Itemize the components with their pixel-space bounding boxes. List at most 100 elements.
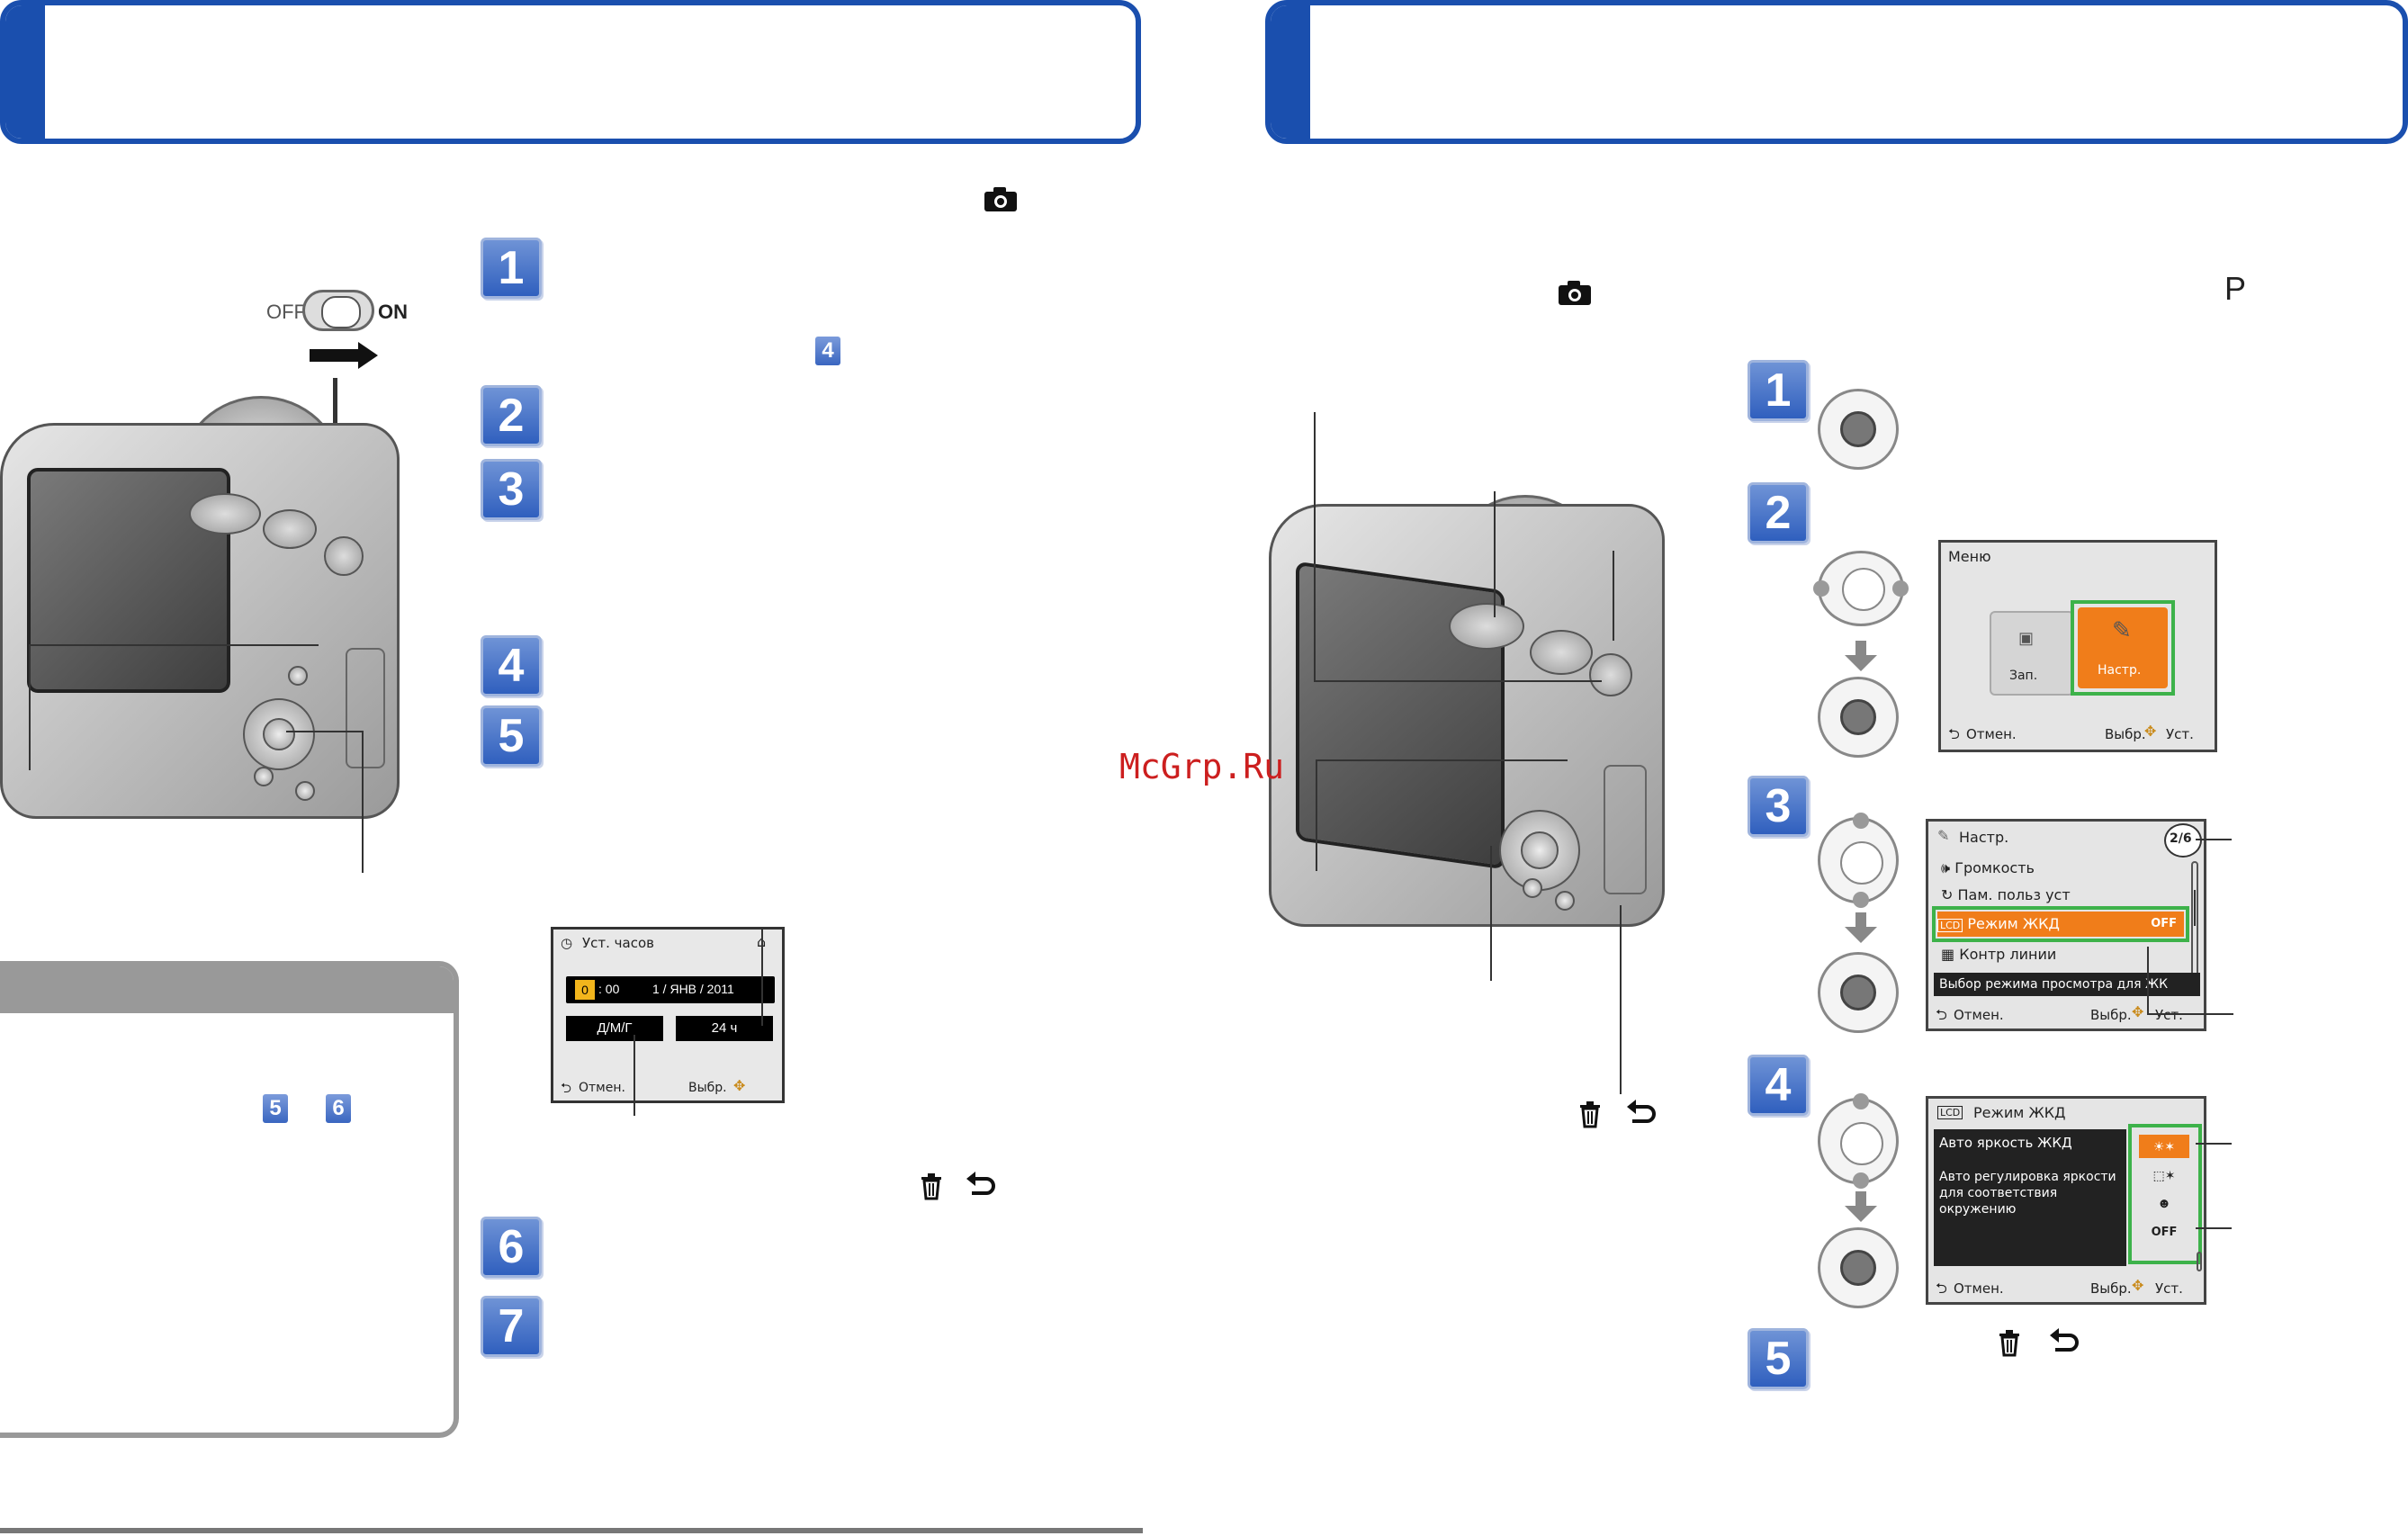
leader-line — [1494, 491, 1496, 617]
lcd-mode-title: Режим ЖКД — [1973, 1104, 2066, 1121]
right-title-banner — [1265, 0, 2408, 144]
set-label: Уст. — [2155, 1007, 2183, 1023]
menu-item-guide-lines[interactable]: ▦ Контр линии — [1941, 946, 2057, 963]
clock-setting-screen: ◷ Уст. часов ⌂ 0 : 00 1 / ЯНВ / 2011 Д/М… — [551, 927, 785, 1103]
select-label: Выбр. — [2105, 726, 2146, 742]
leader-line — [362, 731, 364, 873]
option-title: Авто яркость ЖКД — [1939, 1135, 2072, 1151]
step-2: 2 — [1748, 482, 1809, 543]
banner-stripe — [5, 5, 45, 139]
rec-camera-icon: ▣ — [2018, 629, 2035, 647]
leader-line — [2196, 1227, 2232, 1229]
step-2: 2 — [481, 385, 542, 446]
leader-line — [2196, 839, 2232, 840]
grid-icon: ▦ — [1941, 946, 1955, 963]
leader-line — [1316, 759, 1568, 761]
bottom-rule — [0, 1528, 1143, 1533]
note-box — [0, 961, 459, 1438]
step-5: 5 — [481, 705, 542, 767]
menu-set-button[interactable] — [1818, 677, 1899, 758]
option-high-angle[interactable]: ☻ — [2157, 1196, 2171, 1211]
menu-set-button[interactable] — [1818, 952, 1899, 1033]
cancel-label: Отмен. — [1954, 1280, 2004, 1297]
option-power-lcd[interactable]: ⬚✶ — [2152, 1168, 2176, 1182]
return-icon — [1627, 1100, 1656, 1123]
clock-icon: ◷ — [561, 935, 573, 951]
page-indicator: 2/6 — [2164, 823, 2202, 858]
option-auto-power-lcd[interactable]: ☀✶ — [2139, 1135, 2189, 1158]
step-4: 4 — [481, 635, 542, 696]
menu-item-custom-memory[interactable]: ↻ Пам. польз уст — [1941, 886, 2071, 903]
camera-icon — [984, 187, 1017, 211]
return-icon — [2050, 1328, 2079, 1352]
mode-dial — [1449, 603, 1524, 650]
record-button — [324, 536, 364, 576]
shutter-button — [1530, 630, 1593, 675]
ref-step-6[interactable]: 6 — [326, 1094, 351, 1123]
back-icon: ⮌ — [1936, 1006, 1947, 1023]
menu-item-lcd-mode[interactable]: LCD Режим ЖКД OFF — [1937, 912, 2184, 937]
leader-line — [761, 929, 763, 1026]
left-title-banner — [0, 0, 1141, 144]
time-format-field[interactable]: 24 ч — [676, 1016, 773, 1041]
leader-line — [1620, 905, 1622, 1094]
setup-menu-highlight — [2071, 600, 2175, 696]
minute-field[interactable]: : 00 — [598, 982, 620, 996]
option-description: Авто регулировка яркости для соответстви… — [1939, 1170, 2116, 1217]
mode-p-label: P — [2224, 270, 2247, 307]
rec-menu-tile[interactable]: ▣ Зап. — [1990, 611, 2074, 696]
set-button — [263, 718, 295, 750]
memory-icon: ↻ — [1941, 886, 1954, 903]
right-arrow — [310, 349, 360, 362]
scroll-bar[interactable] — [2191, 861, 2198, 978]
step-1: 1 — [1748, 360, 1809, 421]
lcd-icon: LCD — [1937, 919, 1963, 932]
date-field[interactable]: 1 / ЯНВ / 2011 — [652, 982, 734, 996]
leader-line — [1613, 551, 1614, 641]
menu-screen: Меню ▣ Зап. ✎ Настр. ⮌ Отмен. Выбр. ✥ Ус… — [1938, 540, 2217, 752]
ref-step-4[interactable]: 4 — [815, 337, 840, 365]
camera-icon — [1559, 281, 1591, 305]
option-off[interactable]: OFF — [2151, 1226, 2178, 1239]
lcd-mode-highlight — [1932, 906, 2189, 942]
menu-set-button[interactable] — [1818, 1227, 1899, 1308]
right-arrow-head — [358, 342, 378, 369]
leader-line — [1490, 846, 1492, 981]
rec-label: Зап. — [2009, 669, 2038, 683]
side-door — [346, 648, 385, 768]
lcd-options-highlight — [2128, 1124, 2202, 1264]
small-button — [1555, 891, 1575, 911]
cross-key-up-down[interactable] — [1818, 813, 1899, 908]
cross-key-up-down[interactable] — [1818, 1093, 1899, 1189]
cross-key-left-right[interactable] — [1813, 551, 1909, 626]
date-row: 0 : 00 1 / ЯНВ / 2011 — [566, 976, 775, 1003]
down-arrow — [1845, 641, 1877, 671]
step-6: 6 — [481, 1217, 542, 1278]
menu-item-volume[interactable]: 🕪 Громкость — [1941, 859, 2035, 876]
leader-line — [1314, 680, 1602, 682]
setup-label: Настр. — [2098, 663, 2142, 678]
cross-key-icon: ✥ — [733, 1077, 746, 1094]
power-switch[interactable] — [302, 290, 374, 331]
step-3: 3 — [481, 459, 542, 520]
speaker-icon: 🕪 — [1941, 859, 1951, 876]
down-arrow — [1845, 912, 1877, 943]
menu-set-button[interactable] — [1818, 389, 1899, 470]
ref-step-5[interactable]: 5 — [263, 1094, 288, 1123]
hint-bar: Выбор режима просмотра для ЖК — [1934, 973, 2200, 996]
wrench-icon: ✎ — [2112, 616, 2132, 643]
cancel-label: Отмен. — [1966, 726, 2017, 742]
cross-key-icon: ✥ — [2144, 723, 2157, 740]
hour-field[interactable]: 0 — [575, 980, 595, 1000]
cancel-label: Отмен. — [579, 1081, 625, 1095]
lcd-icon: LCD — [1937, 1106, 1963, 1119]
date-format-field[interactable]: Д/М/Г — [566, 1016, 663, 1041]
trash-icon — [1580, 1101, 1600, 1128]
description-area: Авто яркость ЖКД Авто регулировка яркост… — [1934, 1129, 2126, 1266]
select-label: Выбр. — [2090, 1280, 2132, 1297]
setup-title: Настр. — [1959, 829, 2009, 846]
setup-menu-tile[interactable]: ✎ Настр. — [2078, 607, 2168, 688]
scroll-bar[interactable] — [2197, 1252, 2202, 1271]
leader-line — [2147, 1013, 2233, 1015]
small-button — [1523, 878, 1542, 898]
